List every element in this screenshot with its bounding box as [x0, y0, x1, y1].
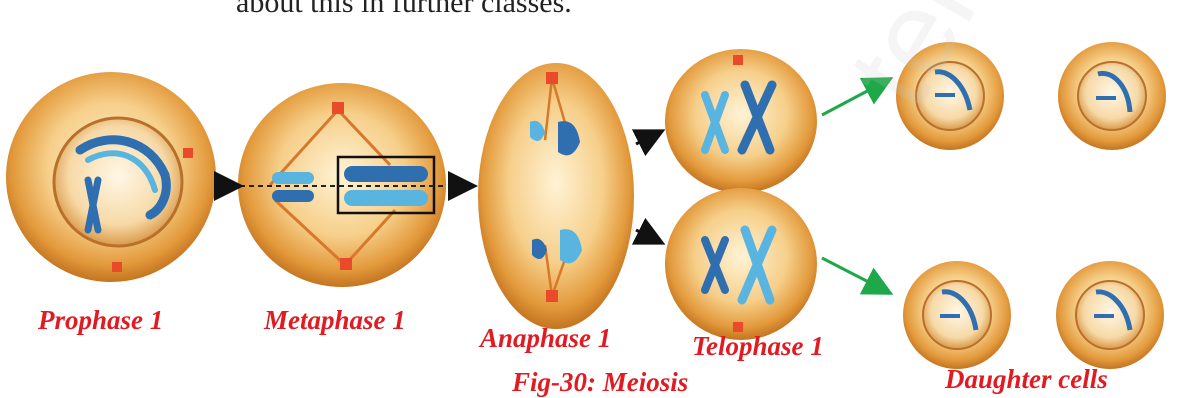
label-telophase: Telophase 1 — [692, 331, 824, 362]
anaphase-cell — [478, 63, 634, 329]
metaphase-cell — [238, 83, 446, 287]
daughter-cell — [1058, 42, 1166, 150]
centriole — [546, 290, 558, 302]
centriole — [332, 102, 344, 114]
prophase-chromosome — [88, 180, 98, 230]
daughter-cell — [903, 261, 1011, 369]
arrow — [636, 132, 660, 144]
centriole — [183, 148, 193, 158]
figure-caption: Fig-30: Meiosis — [512, 367, 688, 398]
arrow — [636, 230, 660, 242]
centriole — [340, 258, 352, 270]
label-anaphase: Anaphase 1 — [480, 323, 611, 354]
telophase-cell — [665, 49, 817, 340]
metaphase-chromosome — [272, 190, 314, 202]
daughter-cell — [1056, 261, 1164, 369]
daughter-cell — [896, 42, 1004, 150]
metaphase-chromosome — [272, 172, 314, 184]
centriole — [112, 262, 122, 272]
green-arrow — [822, 258, 888, 292]
label-metaphase: Metaphase 1 — [264, 305, 406, 336]
centriole — [733, 55, 743, 65]
label-prophase: Prophase 1 — [38, 305, 163, 336]
centriole — [546, 72, 558, 84]
prophase-cell — [6, 72, 216, 282]
green-arrow — [822, 80, 888, 115]
label-daughter-cells: Daughter cells — [945, 364, 1108, 395]
